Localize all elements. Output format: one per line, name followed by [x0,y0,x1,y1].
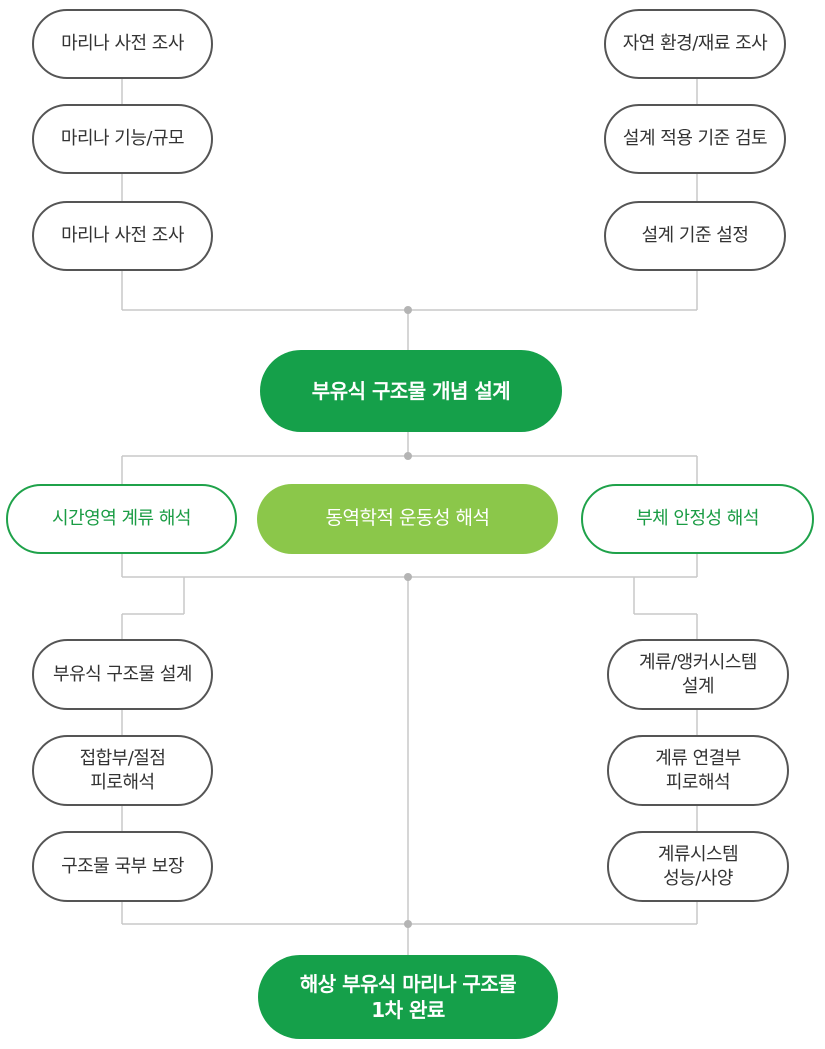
node-label: 계류시스템 성능/사양 [657,843,739,889]
node-structure-local-reinforcement: 구조물 국부 보장 [32,831,213,902]
node-label: 자연 환경/재료 조사 [622,33,768,55]
node-label: 해상 부유식 마리나 구조물 1차 완료 [299,971,517,1022]
node-label: 시간영역 계류 해석 [52,508,191,530]
node-concept-design: 부유식 구조물 개념 설계 [260,350,562,432]
node-floating-stability-analysis: 부체 안정성 해석 [581,484,814,554]
node-label: 설계 기준 설정 [641,225,749,247]
node-marina-function-scale: 마리나 기능/규모 [32,104,213,174]
node-label: 접합부/절점 피로해석 [79,747,166,793]
node-final-completion: 해상 부유식 마리나 구조물 1차 완료 [258,955,558,1039]
node-joint-fatigue-analysis: 접합부/절점 피로해석 [32,735,213,806]
junction-dot [404,452,412,460]
node-label: 설계 적용 기준 검토 [622,128,768,150]
node-time-domain-mooring-analysis: 시간영역 계류 해석 [6,484,237,554]
junction-dot [404,573,412,581]
node-label: 마리나 사전 조사 [61,33,184,55]
node-environment-material-survey: 자연 환경/재료 조사 [604,9,786,79]
node-floating-structure-design: 부유식 구조물 설계 [32,639,213,710]
node-mooring-anchor-design: 계류/앵커시스템 설계 [607,639,789,710]
node-dynamic-motion-analysis: 동역학적 운동성 해석 [257,484,558,554]
node-design-standard-setting: 설계 기준 설정 [604,201,786,271]
node-marina-survey: 마리나 사전 조사 [32,9,213,79]
node-mooring-connection-fatigue: 계류 연결부 피로해석 [607,735,789,806]
node-label: 구조물 국부 보장 [61,855,184,877]
node-label: 계류 연결부 피로해석 [655,747,741,793]
node-mooring-system-spec: 계류시스템 성능/사양 [607,831,789,902]
node-design-standard-review: 설계 적용 기준 검토 [604,104,786,174]
node-label: 부유식 구조물 설계 [53,663,192,685]
junction-dot [404,920,412,928]
node-label: 계류/앵커시스템 설계 [639,651,757,697]
junction-dot [404,306,412,314]
node-label: 부체 안정성 해석 [636,508,759,530]
node-label: 부유식 구조물 개념 설계 [311,378,511,403]
node-label: 마리나 사전 조사 [61,225,184,247]
node-marina-survey-2: 마리나 사전 조사 [32,201,213,271]
node-label: 동역학적 운동성 해석 [325,507,490,530]
node-label: 마리나 기능/규모 [60,128,185,150]
